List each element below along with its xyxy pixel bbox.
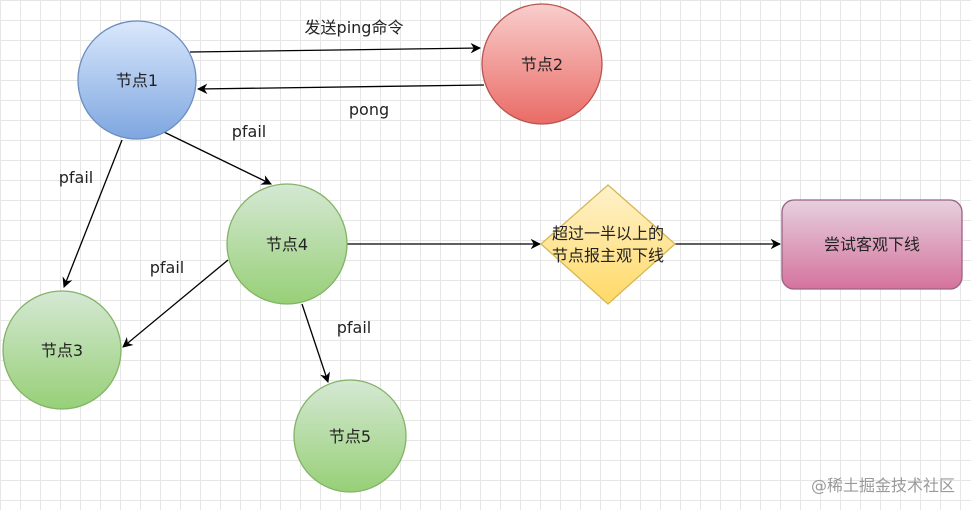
node4-label: 节点4 — [266, 235, 308, 254]
decision-label-line2: 节点报主观下线 — [552, 246, 664, 265]
edge-node1-to-node3 — [62, 139, 123, 288]
action-box — [781, 199, 963, 290]
node4-shape — [226, 183, 348, 305]
edge-node4-to-node5 — [301, 303, 330, 383]
edge-label-pfail-1-3: pfail — [59, 168, 93, 187]
edge-node4-to-node3 — [122, 259, 229, 348]
node3-shape — [2, 290, 122, 410]
edge-node2-to-node1 — [196, 83, 485, 95]
node2-shape — [481, 3, 603, 125]
node2-label: 节点2 — [521, 55, 563, 74]
edge-node1-to-node2 — [189, 42, 482, 54]
edge-label-pfail-4-5: pfail — [337, 318, 371, 337]
edge-label-ping: 发送ping命令 — [305, 18, 404, 37]
edge-label-pong: pong — [349, 100, 389, 119]
decision-label-line1: 超过一半以上的 — [552, 224, 664, 243]
node3-label: 节点3 — [41, 341, 83, 360]
node1-shape — [77, 20, 197, 140]
action-label: 尝试客观下线 — [824, 235, 920, 254]
decision-diamond — [540, 184, 676, 305]
edge-label-pfail-4-3: pfail — [150, 258, 184, 277]
edge-label-pfail-1-4: pfail — [232, 122, 266, 141]
node5-shape — [293, 379, 407, 493]
node5-label: 节点5 — [329, 427, 371, 446]
node1-label: 节点1 — [116, 71, 158, 90]
edge-node1-to-node4 — [163, 131, 272, 185]
watermark: @稀土掘金技术社区 — [810, 476, 955, 495]
